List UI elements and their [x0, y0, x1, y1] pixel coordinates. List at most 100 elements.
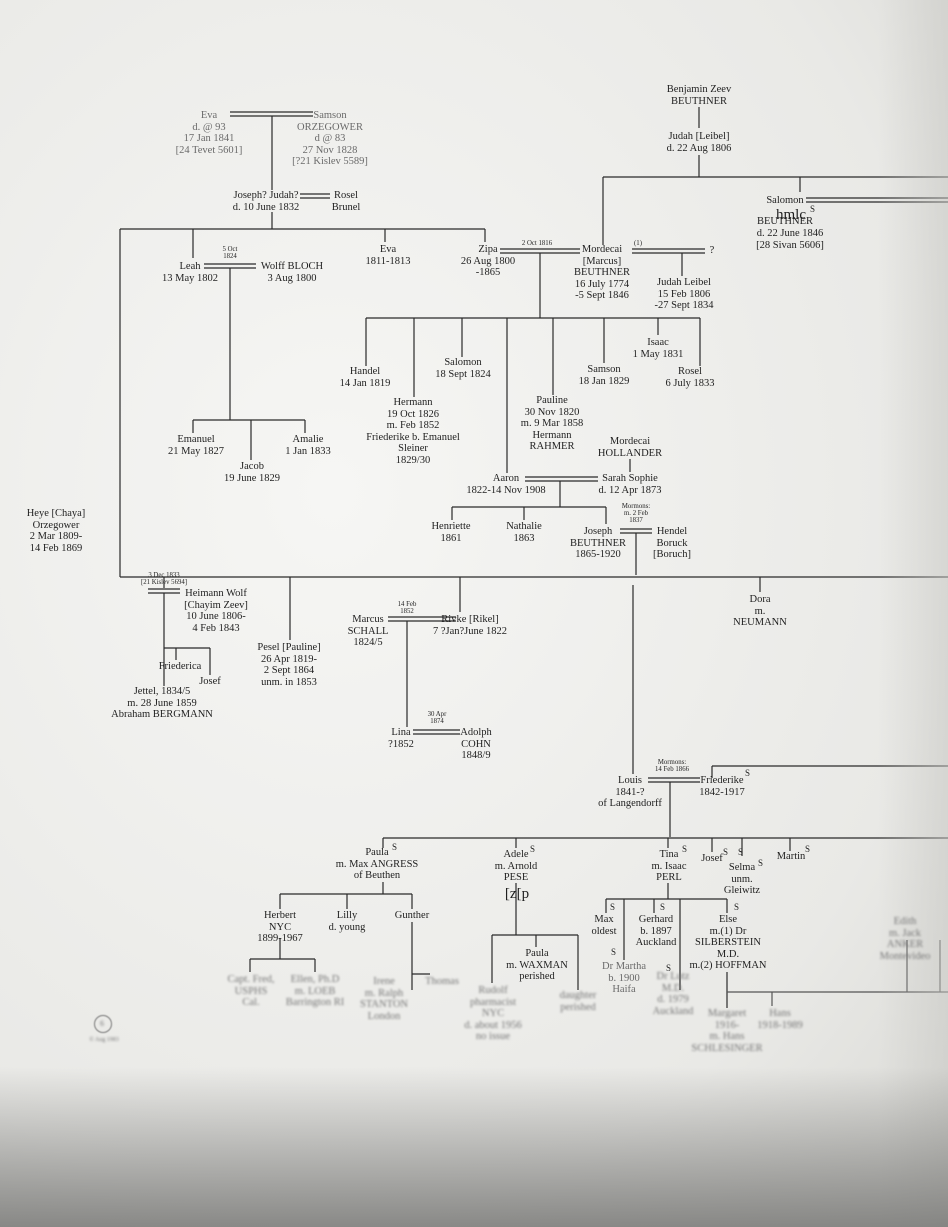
person-pauline: Pauline 30 Nov 1820 m. 9 Mar 1858 Herman… [520, 395, 584, 452]
marriage-date-heye: 3 Dec 1833 [21 Kislev 5694] [140, 572, 188, 587]
person-samson-top: Samson ORZEGOWER d @ 83 27 Nov 1828 [?21… [292, 110, 368, 167]
person-thomas: Thomas [425, 976, 459, 987]
marriage-date-mordecai-1: (1) [634, 240, 642, 247]
person-salomon-2: Salomon 18 Sept 1824 [435, 357, 491, 380]
person-max: Max oldest [591, 914, 617, 937]
person-josef-2: Josef [701, 853, 723, 864]
person-judah-leibel: Judah Leibel 15 Feb 1806 -27 Sept 1834 [654, 277, 714, 311]
s-mark: S [682, 844, 688, 854]
person-judah: Judah [Leibel] d. 22 Aug 1806 [666, 131, 732, 154]
person-eva-top: Eva d. @ 93 17 Jan 1841 [24 Tevet 5601] [175, 110, 243, 156]
s-mark: S [745, 768, 751, 778]
person-joseph-beuthner: Joseph BEUTHNER 1865-1920 [570, 526, 626, 560]
person-eva-2: Eva 1811-1813 [365, 244, 411, 267]
s-mark: S [610, 902, 616, 912]
person-friederike-2: Friederike 1842-1917 [699, 775, 745, 798]
person-marcus-schall: Marcus SCHALL 1824/5 [347, 614, 389, 648]
page-footer: © Aug 1983 [89, 1037, 119, 1043]
person-louis: Louis 1841-? of Langendorff [598, 775, 662, 809]
person-jacob: Jacob 19 June 1829 [224, 461, 280, 484]
s-mark: S [611, 947, 617, 957]
person-rosel-brunel: Rosel Brunel [331, 190, 361, 213]
person-salomon-surname: BEUTHNER [757, 216, 813, 227]
s-mark: S [805, 844, 811, 854]
s-mark: S [530, 844, 536, 854]
person-isaac: Isaac 1 May 1831 [632, 337, 684, 360]
person-sarah-sophie: Sarah Sophie d. 12 Apr 1873 [598, 473, 662, 496]
person-rudolf: Rudolf pharmacist NYC d. about 1956 no i… [464, 985, 522, 1042]
marriage-date-marcus: 14 Feb 1852 [397, 601, 417, 616]
person-leah: Leah 13 May 1802 [162, 261, 218, 284]
person-dr-lutz: Dr Lutz M.D. d. 1979 Auckland [652, 971, 694, 1017]
person-aaron: Aaron 1822-14 Nov 1908 [466, 473, 546, 496]
handwritten-note-hmlc: hmlc [776, 207, 806, 223]
s-mark: S [738, 847, 744, 857]
person-tina: Tina m. Isaac PERL [651, 849, 687, 883]
person-else: Else m.(1) Dr SILBERSTEIN M.D. m.(2) HOF… [689, 914, 767, 971]
person-mordecai: Mordecai [Marcus] BEUTHNER 16 July 1774 … [574, 244, 630, 301]
s-mark: S [734, 902, 740, 912]
person-edith: Edith m. Jack ANKER Montevideo [879, 916, 931, 962]
person-adele: Adele m. Arnold PESE [494, 849, 538, 883]
person-gunther: Gunther [394, 910, 430, 921]
person-nathalie: Nathalie 1863 [506, 521, 542, 544]
page-number-circle [94, 1015, 112, 1033]
person-henriette: Henriette 1861 [431, 521, 471, 544]
person-paula-waxman: Paula m. WAXMAN perished [506, 948, 568, 982]
person-zipa: Zipa 26 Aug 1800 -1865 [460, 244, 516, 278]
person-ellen: Ellen, Ph.D m. LOEB Barrington RI [285, 974, 345, 1008]
handwritten-note-zp: [z[p [504, 886, 530, 902]
person-pesel: Pesel [Pauline] 26 Apr 1819- 2 Sept 1864… [257, 642, 321, 688]
person-lilly: Lilly d. young [328, 910, 366, 933]
person-hermann: Hermann 19 Oct 1826 m. Feb 1852 Friederi… [366, 397, 460, 466]
person-rivke: Rivke [Rikel] 7 ?Jan?June 1822 [432, 614, 508, 637]
marriage-date-lina: 30 Apr 1874 [427, 711, 447, 726]
person-handel: Handel 14 Jan 1819 [339, 366, 391, 389]
person-benjamin: Benjamin Zeev BEUTHNER [666, 84, 732, 107]
person-hans: Hans 1918-1989 [757, 1008, 803, 1031]
s-mark: S [666, 963, 672, 973]
person-jettel: Jettel, 1834/5 m. 28 June 1859 Abraham B… [111, 686, 213, 720]
s-mark: S [810, 204, 816, 214]
person-dr-martha: Dr Martha b. 1900 Haifa [601, 961, 647, 995]
person-gerhard: Gerhard b. 1897 Auckland [635, 914, 677, 948]
marriage-date-joseph: Mormons: m. 2 Feb 1837 [621, 503, 651, 525]
s-mark: S [392, 842, 398, 852]
person-hendel-boruck: Hendel Boruck [Boruch] [653, 526, 691, 560]
person-salomon-dates: d. 22 June 1846 [28 Sivan 5606] [756, 228, 824, 251]
page-number: 6 [100, 1019, 104, 1028]
person-adolph-cohn: Adolph COHN 1848/9 [460, 727, 492, 761]
person-capt-fred: Capt. Fred, USPHS Cal. [227, 974, 275, 1008]
marriage-date-zipa: 2 Oct 1816 [521, 240, 553, 247]
marriage-date-leah: 5 Oct 1824 [222, 246, 238, 261]
person-martin: Martin [776, 851, 806, 862]
person-friederica: Friederica [158, 661, 202, 672]
person-amalie: Amalie 1 Jan 1833 [285, 434, 331, 457]
scan-shadow-bottom [0, 1067, 948, 1227]
person-dora: Dora m. NEUMANN [733, 594, 787, 628]
person-paula: Paula m. Max ANGRESS of Beuthen [335, 847, 419, 881]
person-mordecai-hollander: Mordecai HOLLANDER [597, 436, 663, 459]
scan-shadow-right [878, 0, 948, 1227]
marriage-date-louis: Mormons: 14 Feb 1866 [655, 759, 689, 774]
person-selma: Selma unm. Gleiwitz [723, 862, 761, 896]
person-rosel-2: Rosel 6 July 1833 [665, 366, 715, 389]
person-heimann-wolf: Heimann Wolf [Chayim Zeev] 10 June 1806-… [184, 588, 248, 634]
person-emanuel: Emanuel 21 May 1827 [168, 434, 224, 457]
person-unknown-spouse: ? [709, 245, 715, 256]
s-mark: S [723, 847, 729, 857]
person-lina: Lina ?1852 [388, 727, 414, 750]
person-salomon: Salomon [766, 195, 804, 206]
person-herbert: Herbert NYC 1899-1967 [257, 910, 303, 944]
person-josef-1: Josef [199, 676, 221, 687]
person-margaret: Margaret 1916- m. Hans SCHLESINGER [691, 1008, 763, 1054]
person-irene: Irene m. Ralph STANTON London [360, 976, 408, 1022]
person-heye: Heye [Chaya] Orzegower 2 Mar 1809- 14 Fe… [26, 508, 86, 554]
person-daughter: daughter perished [559, 990, 597, 1013]
person-wolff-bloch: Wolff BLOCH 3 Aug 1800 [260, 261, 324, 284]
person-joseph-judah: Joseph? Judah? d. 10 June 1832 [232, 190, 300, 213]
s-mark: S [758, 858, 764, 868]
person-samson-2: Samson 18 Jan 1829 [578, 364, 630, 387]
